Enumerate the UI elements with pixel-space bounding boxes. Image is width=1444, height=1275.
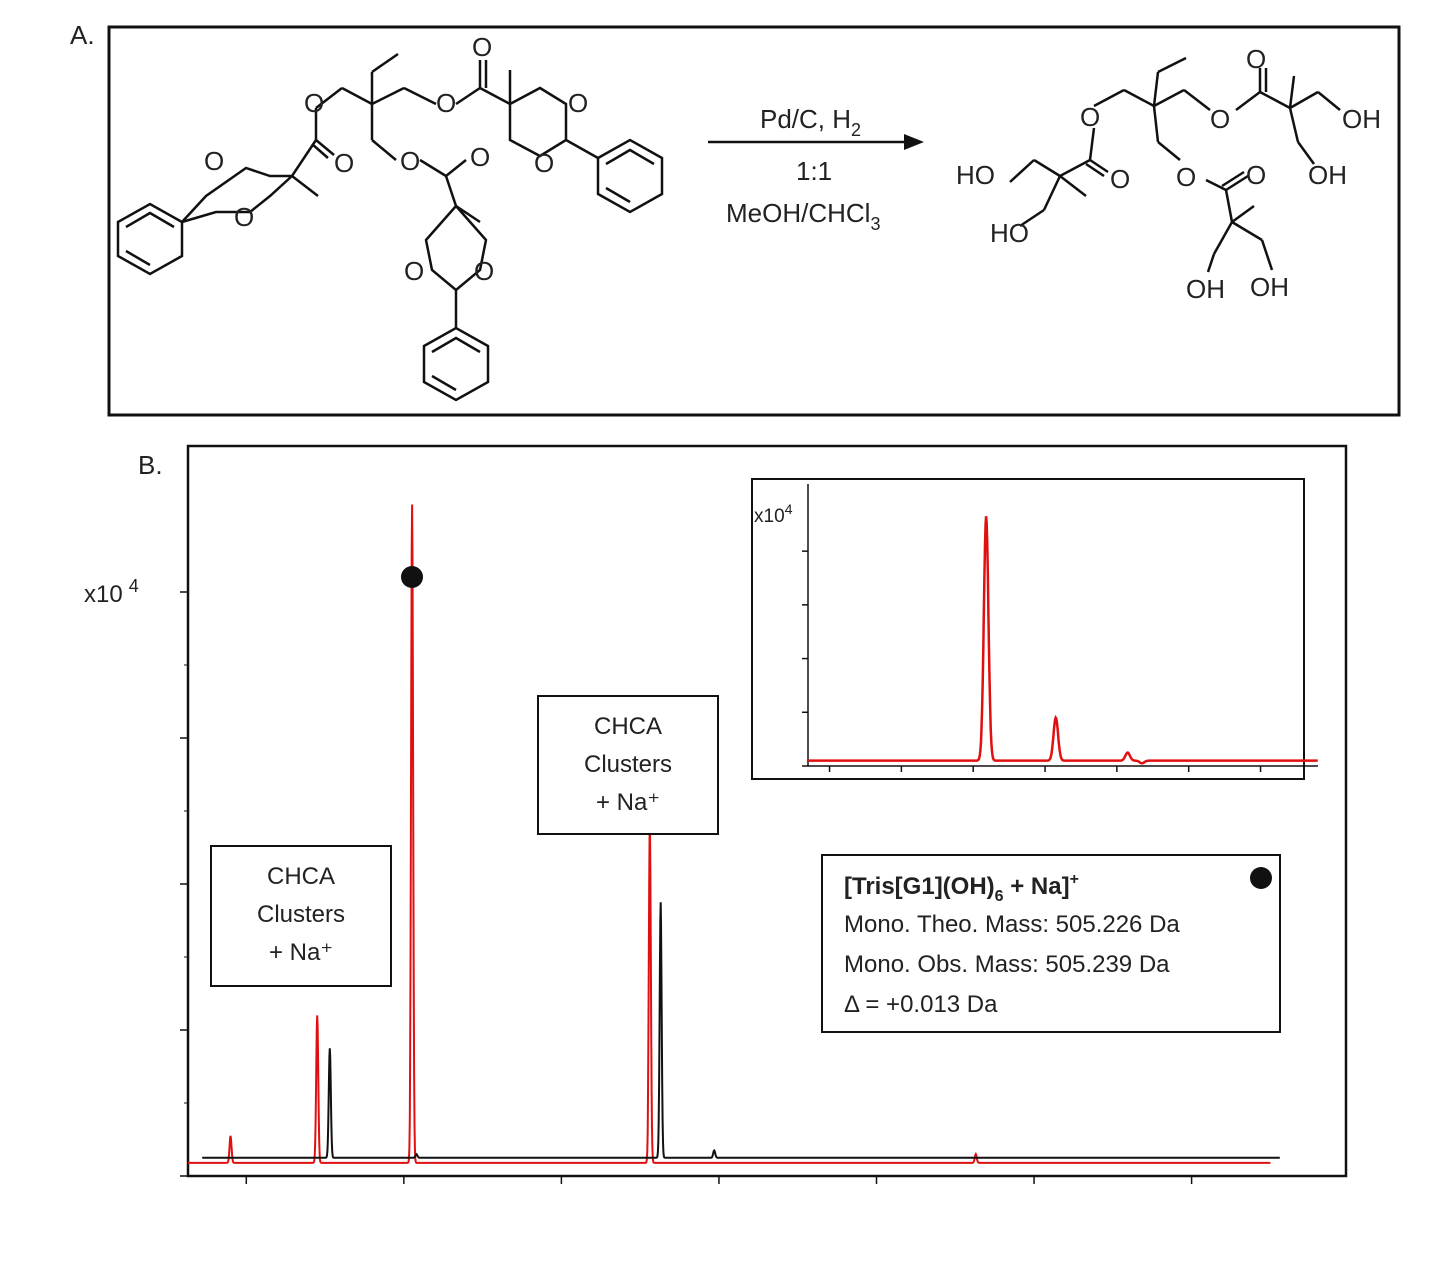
atom-o: O [1080, 102, 1100, 132]
chca-box-right-line3: + Na⁺ [596, 789, 660, 816]
mass-info-theo: Mono. Theo. Mass: 505.226 Da [844, 911, 1180, 938]
mass-info-box [821, 854, 1281, 1033]
product-atom-labels: HO HO OH OH OH OH O O O O O O [956, 44, 1381, 304]
chca-box-right [537, 695, 719, 835]
chca-box-left-line1: CHCA [267, 863, 335, 890]
chca-box-right-line2: Clusters [584, 751, 672, 778]
reaction-arrowhead [904, 134, 924, 150]
y-axis-multiplier: x104 [754, 502, 793, 527]
chca-box-left-line2: Clusters [257, 901, 345, 928]
inset-frame [751, 478, 1305, 780]
chca-box-left-line3: + Na⁺ [269, 939, 333, 966]
atom-o: O [472, 32, 492, 62]
reaction-scheme-frame [107, 25, 1401, 417]
group-oh: OH [1186, 274, 1225, 304]
atom-o: O [400, 146, 420, 176]
mass-info-marker-dot [1250, 867, 1272, 889]
reaction-conditions-line1: Pd/C, H2 [760, 104, 861, 140]
reactant-structure [116, 52, 664, 402]
spectrum-line-1 [188, 504, 1271, 1164]
atom-o: O [234, 202, 254, 232]
atom-o: O [304, 88, 324, 118]
chca-box-right-line1: CHCA [594, 713, 662, 740]
reaction-conditions-line2: 1:1 [796, 156, 832, 186]
group-ho: HO [956, 160, 995, 190]
mass-info-delta: Δ = +0.013 Da [844, 991, 998, 1018]
atom-o: O [436, 88, 456, 118]
atom-o: O [568, 88, 588, 118]
spectrum-line-1 [808, 516, 1318, 765]
atom-o: O [1176, 162, 1196, 192]
atom-o: O [204, 146, 224, 176]
group-oh: OH [1308, 160, 1347, 190]
atom-o: O [334, 148, 354, 178]
inset-axes: x104 [754, 484, 1318, 772]
mass-info-obs: Mono. Obs. Mass: 505.239 Da [844, 951, 1170, 978]
atom-o: O [1110, 164, 1130, 194]
main-series [188, 504, 1280, 1164]
chca-box-left [210, 845, 392, 987]
atom-o: O [1210, 104, 1230, 134]
peak-marker-dot [401, 566, 423, 588]
panel-b-label: B. [138, 450, 163, 480]
product-structure [1009, 56, 1341, 273]
inset-series [808, 516, 1318, 765]
group-oh: OH [1342, 104, 1381, 134]
reaction-conditions-line3: MeOH/CHCl3 [726, 198, 880, 234]
group-oh: OH [1250, 272, 1289, 302]
atom-o: O [1246, 160, 1266, 190]
group-ho: HO [990, 218, 1029, 248]
atom-o: O [474, 256, 494, 286]
panel-a-label: A. [70, 20, 95, 50]
atom-o: O [1246, 44, 1266, 74]
reactant-atom-labels: O O O O O O O O O O O O [204, 32, 588, 286]
atom-o: O [470, 142, 490, 172]
atom-o: O [404, 256, 424, 286]
spectrum-line-2 [202, 902, 1280, 1159]
atom-o: O [534, 148, 554, 178]
mass-info-title: [Tris[G1](OH)6 + Na]+ [844, 871, 1079, 905]
